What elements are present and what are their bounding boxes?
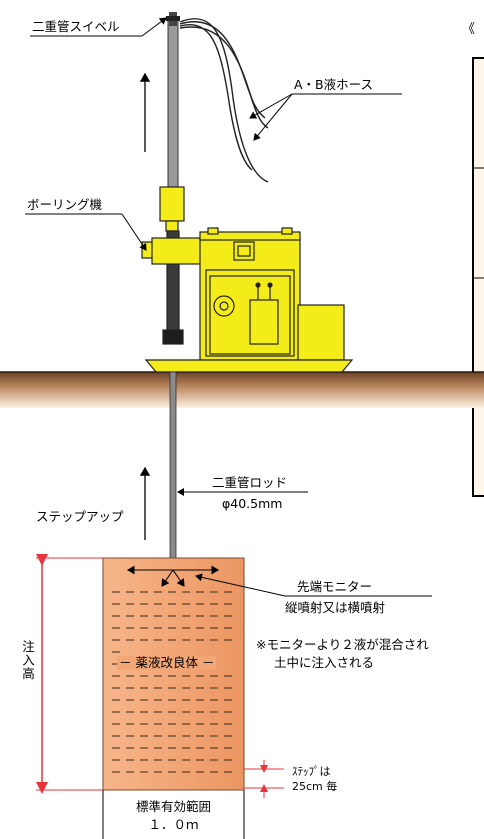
ground-surface: [0, 372, 484, 408]
step-dimension: [244, 760, 284, 798]
boring-machine: [141, 186, 354, 373]
rod-diameter-label: φ40.5mm: [222, 496, 283, 511]
std-range-label-1: 標準有効範囲: [135, 799, 211, 814]
side-table: [472, 57, 484, 497]
rod-label: 二重管ロッド: [212, 475, 288, 490]
boring-machine-label: ボーリング機: [27, 197, 103, 212]
monitor-spray: [126, 565, 220, 587]
note-line-2: 土中に注入される: [274, 655, 375, 670]
std-range-label-2: １．０ｍ: [148, 817, 199, 832]
std-range-dimension: [102, 790, 245, 839]
cut-off-bracket: 《: [462, 22, 476, 37]
hose-lines: [179, 18, 269, 183]
injection-height-label: 注入高: [20, 640, 35, 681]
rod-upper: [167, 19, 179, 191]
hose-label: A・B液ホース: [294, 77, 374, 92]
swivel-label: 二重管スイベル: [32, 19, 120, 34]
leader-lines: [25, 17, 432, 597]
step-up-label: ステップアップ: [36, 509, 124, 524]
tip-monitor-label: 先端モニター: [297, 579, 373, 594]
rod-lower: [169, 371, 177, 568]
step-note-2: 25cm 毎: [292, 780, 338, 793]
step-note-1: ｽﾃｯﾌﾟは: [292, 765, 331, 778]
injection-height-dimension: [36, 554, 103, 794]
note-line-1: ※モニターより２液が混合され: [256, 638, 429, 652]
swivel-icon: [166, 12, 180, 26]
treated-body-label: － 薬液改良体 －: [117, 655, 217, 670]
treated-body: [102, 557, 245, 791]
jet-label: 縦噴射又は横噴射: [285, 600, 386, 615]
